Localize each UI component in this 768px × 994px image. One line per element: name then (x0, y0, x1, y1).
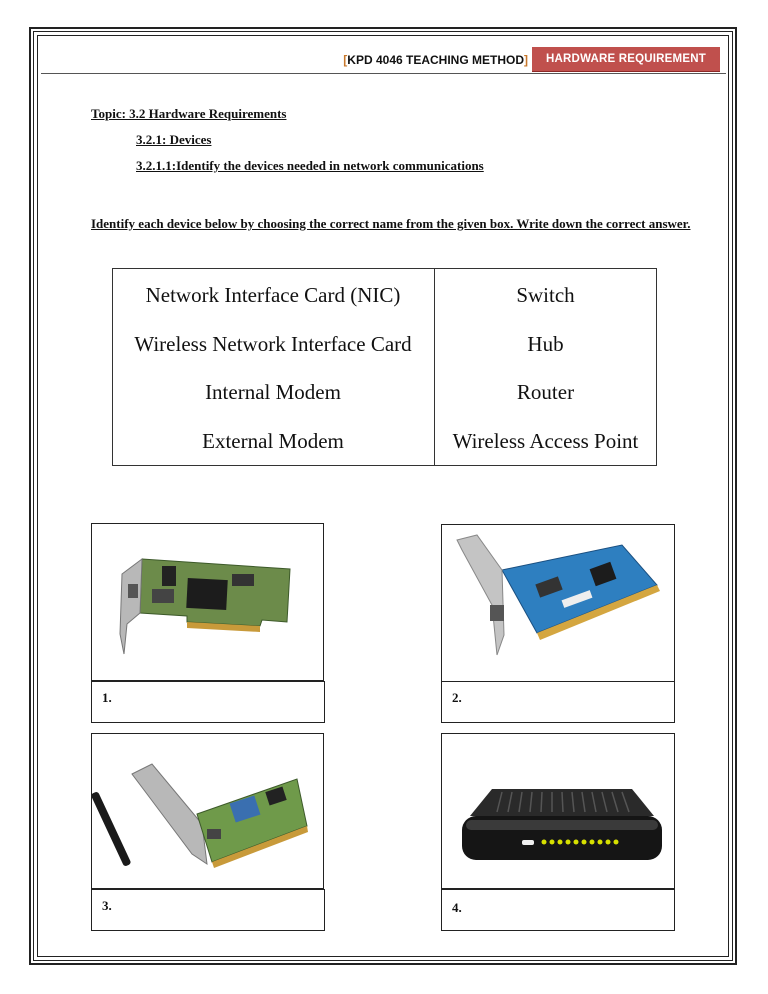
page-border-inner (37, 35, 729, 957)
instruction-text: Identify each device below by choosing t… (91, 216, 691, 231)
device-image-2 (441, 524, 675, 682)
header-course-title: KPD 4046 TEACHING METHOD (347, 53, 524, 67)
device-image-3 (91, 733, 324, 889)
answer-box-number: 4. (452, 900, 462, 915)
header-bracket-close: ] (524, 53, 528, 67)
header-section-label: HARDWARE REQUIREMENT (532, 47, 720, 72)
device-name: Router (516, 380, 575, 404)
external-modem-photo (462, 789, 662, 860)
device-names-divider (434, 268, 435, 466)
subtopic-heading: 3.2.1: Devices (136, 132, 212, 147)
network-card-photo (456, 534, 660, 656)
wireless-card-photo (92, 763, 308, 868)
subsubtopic-heading: 3.2.1.1:Identify the devices needed in n… (136, 158, 484, 173)
network-card-photo (119, 557, 291, 655)
header-rule (41, 73, 726, 74)
page-border-middle (33, 31, 733, 961)
device-name: Wireless Network Interface Card (134, 332, 412, 356)
header-bracket-open: [ (343, 53, 348, 67)
device-name: Switch (516, 283, 575, 307)
device-name: Hub (527, 332, 564, 356)
answer-box-number: 1. (102, 690, 112, 705)
device-names-box (112, 268, 657, 466)
device-name: External Modem (202, 429, 344, 453)
answer-box-2[interactable]: 2. (441, 681, 675, 723)
answer-box-1[interactable]: 1. (91, 681, 325, 723)
answer-box-4[interactable]: 4. (441, 889, 675, 931)
answer-box-number: 2. (452, 690, 462, 705)
device-name: Wireless Access Point (452, 429, 639, 453)
answer-box-3[interactable]: 3. (91, 889, 325, 931)
device-image-1 (91, 523, 324, 681)
topic-heading: Topic: 3.2 Hardware Requirements (91, 106, 287, 121)
header-course: [KPD 4046 TEACHING METHOD] (320, 50, 528, 72)
device-name: Network Interface Card (NIC) (145, 283, 401, 307)
page-border-outer (29, 27, 737, 965)
device-image-4 (441, 733, 675, 889)
answer-box-number: 3. (102, 898, 112, 913)
device-name: Internal Modem (205, 380, 341, 404)
